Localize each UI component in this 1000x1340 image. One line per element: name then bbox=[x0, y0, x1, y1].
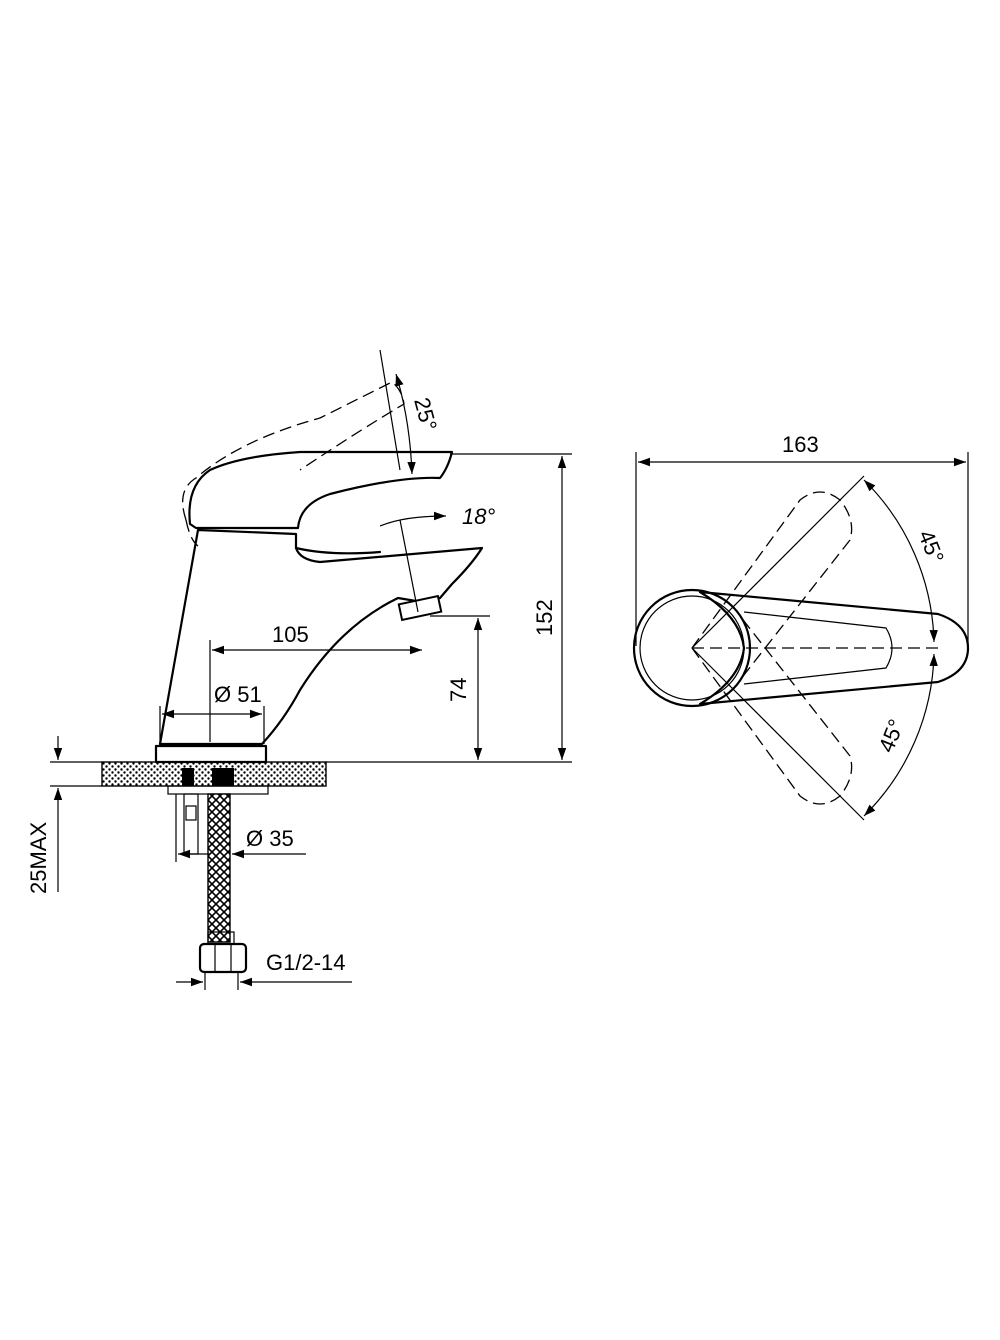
tap-base bbox=[154, 744, 268, 764]
spout-edge bbox=[294, 546, 382, 555]
dim-spout-angle: 18° bbox=[379, 504, 495, 613]
supply-hose bbox=[207, 793, 231, 943]
lever-top bbox=[698, 590, 970, 706]
lever-raised-back bbox=[185, 519, 199, 547]
dim-total-height-label: 152 bbox=[532, 599, 557, 636]
dim-spout-height-label: 74 bbox=[446, 678, 471, 702]
lever bbox=[188, 450, 454, 530]
dim-mounting-diameter-label: Ø 35 bbox=[246, 826, 294, 851]
lever-rotated-up bbox=[691, 491, 853, 681]
side-view: 25° 18° 105 Ø 51 74 bbox=[26, 349, 572, 990]
dim-rotation-lower-label: 45° bbox=[873, 716, 909, 756]
dim-spout-height: 74 bbox=[430, 615, 490, 760]
lever-raised bbox=[182, 381, 405, 521]
dim-lever-angle: 25° bbox=[379, 349, 442, 475]
dim-base-diameter: Ø 51 bbox=[159, 682, 265, 744]
aerator bbox=[397, 594, 443, 622]
hose-nut bbox=[198, 942, 248, 974]
dim-spout-reach-label: 105 bbox=[272, 622, 309, 647]
dim-counter-thickness-label: 25MAX bbox=[26, 822, 51, 894]
dim-connection-thread: G1/2-14 bbox=[176, 950, 352, 990]
dim-rotation-upper-label: 45° bbox=[913, 527, 949, 567]
dim-spout-angle-label: 18° bbox=[462, 504, 495, 529]
dim-spout-reach: 105 bbox=[209, 622, 422, 742]
dim-total-length-label: 163 bbox=[782, 432, 819, 457]
lever-rotated-down bbox=[691, 615, 853, 805]
tap-body bbox=[158, 528, 484, 746]
dim-connection-thread-label: G1/2-14 bbox=[266, 950, 346, 975]
dim-total-height: 152 bbox=[326, 453, 572, 763]
dim-counter-thickness: 25MAX bbox=[26, 736, 102, 894]
dim-total-length: 163 bbox=[635, 432, 969, 646]
mounting-kit bbox=[167, 768, 269, 974]
dim-mounting-diameter: Ø 35 bbox=[175, 794, 306, 862]
dim-lever-angle-label: 25° bbox=[409, 395, 442, 434]
top-view: 163 45° 45° bbox=[632, 432, 970, 821]
dim-rotation-angles: 45° 45° bbox=[691, 475, 949, 821]
dim-base-diameter-label: Ø 51 bbox=[214, 682, 262, 707]
